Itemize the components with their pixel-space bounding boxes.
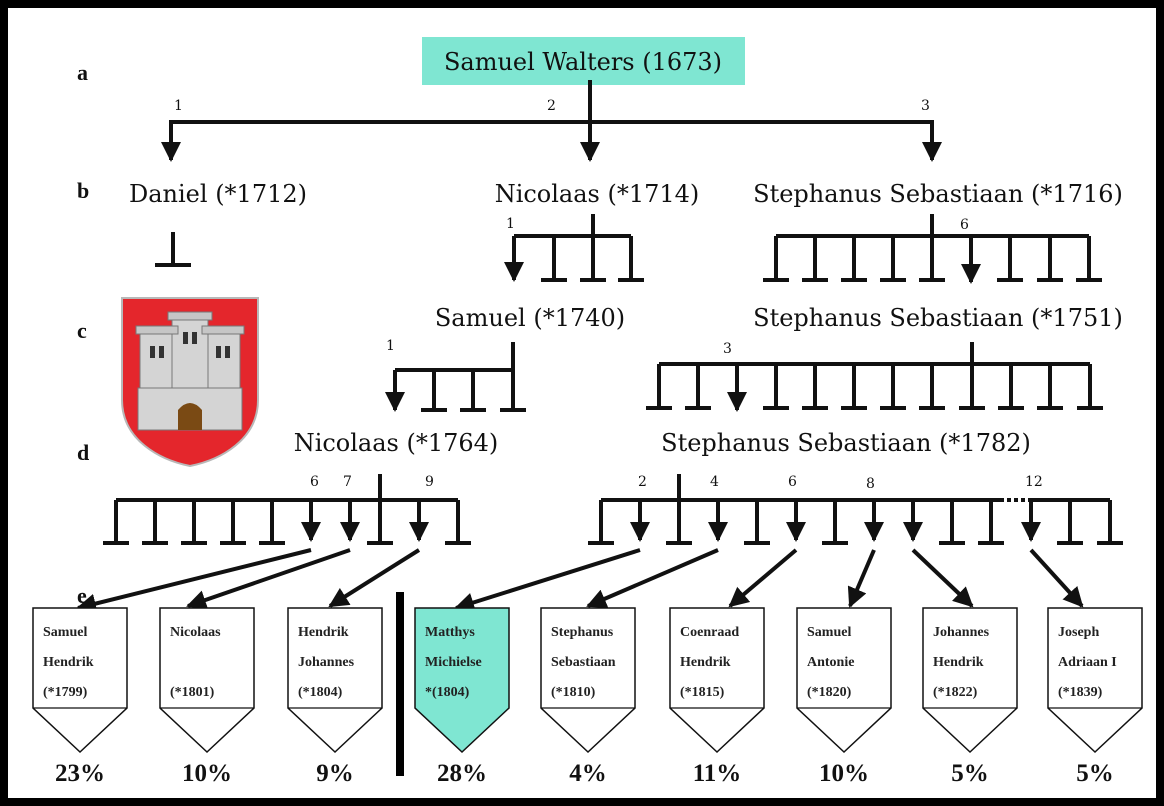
- descendant-name-line: Johannes: [933, 625, 990, 640]
- person-daniel: Daniel (*1712): [129, 180, 307, 208]
- person-samuel-1740: Samuel (*1740): [435, 304, 625, 332]
- person-stephanus-1782: Stephanus Sebastiaan (*1782): [661, 429, 1031, 457]
- branch-number: 3: [921, 98, 930, 114]
- descendant-share: 4%: [569, 760, 607, 787]
- branch-number: 6: [788, 474, 797, 490]
- descendant-share: 5%: [1076, 760, 1114, 787]
- descendant-name-line: Sebastiaan: [551, 655, 616, 670]
- branch-number: 9: [425, 474, 434, 490]
- descendant-share: 11%: [693, 760, 742, 787]
- descendant-name-line: Antonie: [807, 655, 854, 670]
- descendant-card-shape: [922, 607, 1018, 754]
- descendant-name-line: Samuel: [807, 625, 851, 640]
- branch-number: 3: [723, 341, 732, 357]
- branch-number: 1: [174, 98, 183, 114]
- castle-coat-of-arms-icon: [121, 297, 259, 468]
- descendant-share: 23%: [55, 760, 105, 787]
- family-stephanus-1782: [588, 474, 1123, 545]
- root-highlight-box: [422, 37, 745, 85]
- descendant-name-line: (*1822): [933, 685, 978, 700]
- generation-label-c: c: [77, 318, 87, 343]
- descendant-name-line: (*1799): [43, 685, 88, 700]
- connectors-a-b: [161, 80, 942, 162]
- person-stephanus-1716: Stephanus Sebastiaan (*1716): [753, 180, 1123, 208]
- family-stephanus-1716: [763, 214, 1102, 284]
- descendant-card-shape: [540, 607, 636, 754]
- descendant-name-line: Johannes: [298, 655, 355, 670]
- descendant-card-shape: [1047, 607, 1143, 754]
- descendant-arrows: [76, 548, 1084, 614]
- descendant-share: 10%: [182, 760, 232, 787]
- daniel-no-issue-mark: [155, 232, 191, 267]
- descendant-card-shape: [32, 607, 128, 754]
- branch-number: 6: [310, 474, 319, 490]
- descendant-name-line: (*1810): [551, 685, 596, 700]
- generation-label-a: a: [77, 60, 88, 85]
- family-samuel-1740: [385, 342, 526, 412]
- generation-label-d: d: [77, 440, 89, 465]
- descendant-name-line: Stephanus: [551, 625, 614, 640]
- descendant-name-line: Nicolaas: [170, 625, 221, 640]
- family-nicolaas-1764: [103, 474, 471, 545]
- family-nicolaas-1714: [504, 214, 644, 282]
- person-nicolaas-1714: Nicolaas (*1714): [495, 180, 700, 208]
- descendant-name-line: Michielse: [425, 655, 482, 670]
- descendant-name-line: Samuel: [43, 625, 87, 640]
- descendant-name-line: Hendrik: [298, 625, 349, 640]
- root-person: Samuel Walters (1673): [444, 48, 722, 76]
- generation-label-b: b: [77, 178, 89, 203]
- descendant-name-line: *(1804): [425, 685, 470, 700]
- branch-number: 1: [386, 338, 395, 354]
- branch-number: 2: [638, 474, 647, 490]
- descendant-share: 10%: [819, 760, 869, 787]
- descendant-share: 9%: [316, 760, 354, 787]
- descendant-share: 28%: [437, 760, 487, 787]
- descendant-name-line: (*1801): [170, 685, 215, 700]
- family-stephanus-1751: [646, 342, 1103, 412]
- descendant-name-line: (*1815): [680, 685, 725, 700]
- descendant-card-shape: [159, 607, 255, 754]
- branch-number: 4: [710, 474, 719, 490]
- person-nicolaas-1764: Nicolaas (*1764): [294, 429, 499, 457]
- descendant-name-line: Hendrik: [933, 655, 984, 670]
- branch-number: 2: [547, 98, 556, 114]
- branch-number: 6: [960, 217, 969, 233]
- descendant-share: 5%: [951, 760, 989, 787]
- branch-number: 1: [506, 216, 515, 232]
- branch-number: 7: [343, 474, 352, 490]
- person-stephanus-1751: Stephanus Sebastiaan (*1751): [753, 304, 1123, 332]
- descendant-card-shape: [669, 607, 765, 754]
- descendant-card-shape: [287, 607, 383, 754]
- descendant-name-line: (*1820): [807, 685, 852, 700]
- branch-number: 12: [1025, 474, 1043, 490]
- descendant-name-line: Matthys: [425, 625, 475, 640]
- descendant-cards: SamuelHendrik(*1799)23%Nicolaas(*1801)10…: [32, 607, 1143, 787]
- descendant-name-line: Joseph: [1058, 625, 1099, 640]
- descendant-name-line: (*1839): [1058, 685, 1103, 700]
- descendant-name-line: Coenraad: [680, 625, 739, 640]
- descendant-card-shape: [796, 607, 892, 754]
- branch-number: 8: [866, 476, 875, 492]
- descendant-name-line: (*1804): [298, 685, 343, 700]
- descendant-card-shape: [414, 607, 510, 754]
- descendant-name-line: Adriaan I: [1058, 655, 1117, 670]
- descendant-name-line: Hendrik: [680, 655, 731, 670]
- descendant-name-line: Hendrik: [43, 655, 94, 670]
- descendant-card: Nicolaas (*1801) 10%: [159, 607, 255, 787]
- separator-bar: [396, 592, 404, 776]
